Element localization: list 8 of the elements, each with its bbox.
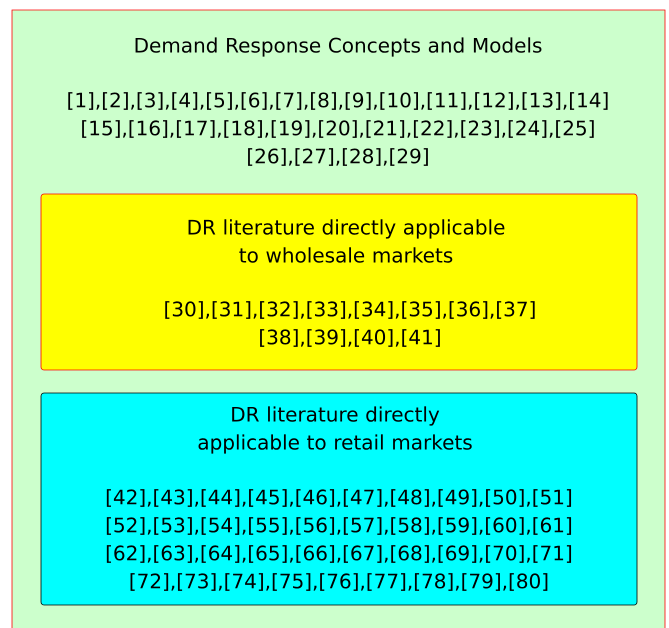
- box-title: DR literature directly applicable to wholesale markets: [188, 219, 504, 263]
- group-box: [40, 194, 638, 370]
- reference-list: [30],[31],[32],[33],[34],[35],[36],[37] [38],[39],[40],[41]: [165, 301, 535, 347]
- reference-list: [1],[2],[3],[4],[5],[6],[7],[8],[9],[10],[11],[12],[13],[14] [15],[16],[17],[18],[19],[20],[21],[22],[23],[24],[25] [26],[27],[28],[29]: [68, 92, 608, 166]
- box-title: Demand Response Concepts and Models: [136, 37, 542, 57]
- box-title: DR literature directly applicable to retail markets: [198, 406, 472, 454]
- reference-list: [42],[43],[44],[45],[46],[47],[48],[49],[50],[51] [52],[53],[54],[55],[56],[57],[58],[59],[60],[61] [62],[63],[64],[65],[66],[67],[68],[69],[70],[71] [72],[73],[74],[75],[76],[77],[78],[79],[80]: [106, 489, 572, 591]
- group-box: [40, 392, 638, 606]
